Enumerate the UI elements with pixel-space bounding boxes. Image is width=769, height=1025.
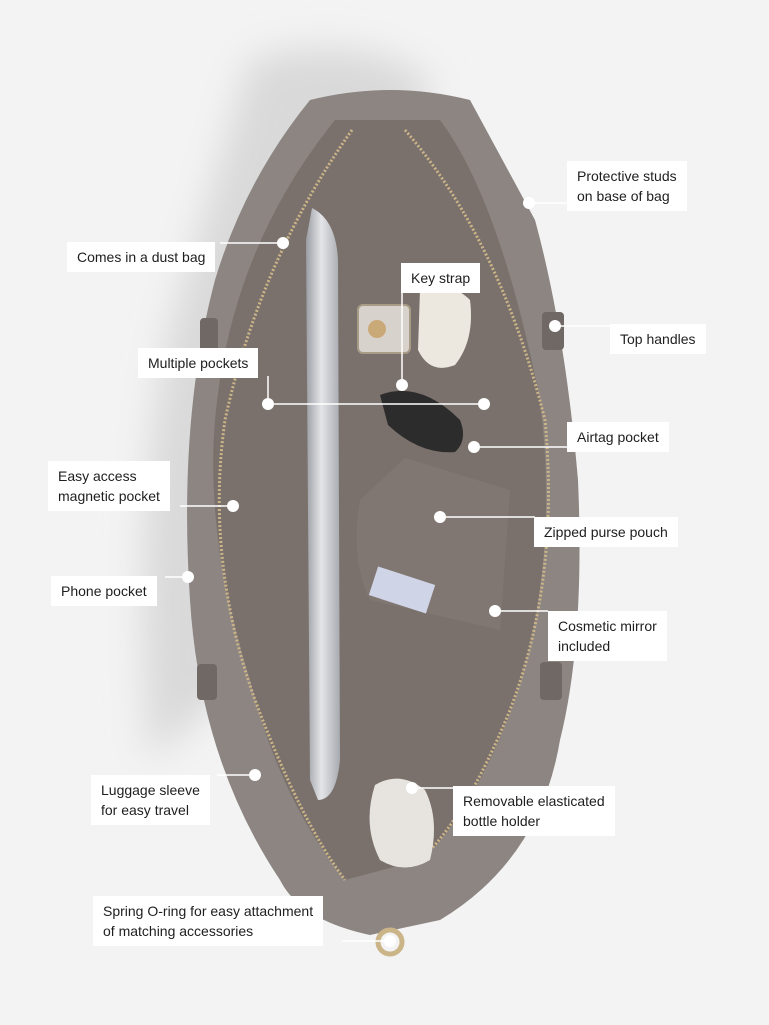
handle-tab-left-bottom bbox=[197, 664, 217, 700]
dot-dust-bag bbox=[277, 237, 289, 249]
dot-phone-pocket bbox=[182, 571, 194, 583]
dot-o-ring bbox=[384, 935, 396, 947]
dot-luggage-sleeve bbox=[249, 769, 261, 781]
dot-zipped-purse bbox=[434, 511, 446, 523]
cream-cloth bbox=[418, 286, 471, 368]
label-airtag-pocket: Airtag pocket bbox=[567, 422, 669, 452]
handle-tab-left-top bbox=[200, 318, 218, 354]
dot-multiple-pockets-right bbox=[478, 398, 490, 410]
dot-key-strap bbox=[396, 379, 408, 391]
laptop bbox=[306, 208, 340, 800]
dot-multiple-pockets-left bbox=[262, 398, 274, 410]
car-key-fob bbox=[380, 390, 464, 453]
o-ring bbox=[375, 927, 405, 957]
zipper-left bbox=[217, 129, 354, 881]
label-dust-bag: Comes in a dust bag bbox=[67, 242, 216, 272]
label-zipped-purse: Zipped purse pouch bbox=[534, 517, 678, 547]
dot-protective-studs bbox=[523, 197, 535, 209]
label-phone-pocket: Phone pocket bbox=[51, 576, 157, 606]
dot-bottle-holder bbox=[406, 782, 418, 794]
dot-magnetic-pocket bbox=[227, 500, 239, 512]
water-bottle bbox=[369, 778, 434, 868]
perfume-cap bbox=[368, 320, 386, 338]
cards bbox=[368, 566, 436, 614]
label-top-handles: Top handles bbox=[610, 324, 706, 354]
label-multiple-pockets: Multiple pockets bbox=[138, 348, 259, 378]
label-key-strap: Key strap bbox=[401, 263, 481, 293]
handle-tab-right-bottom bbox=[540, 662, 562, 700]
dot-cosmetic-mirror bbox=[489, 605, 501, 617]
dot-top-handles bbox=[549, 320, 561, 332]
dot-airtag-pocket bbox=[468, 441, 480, 453]
